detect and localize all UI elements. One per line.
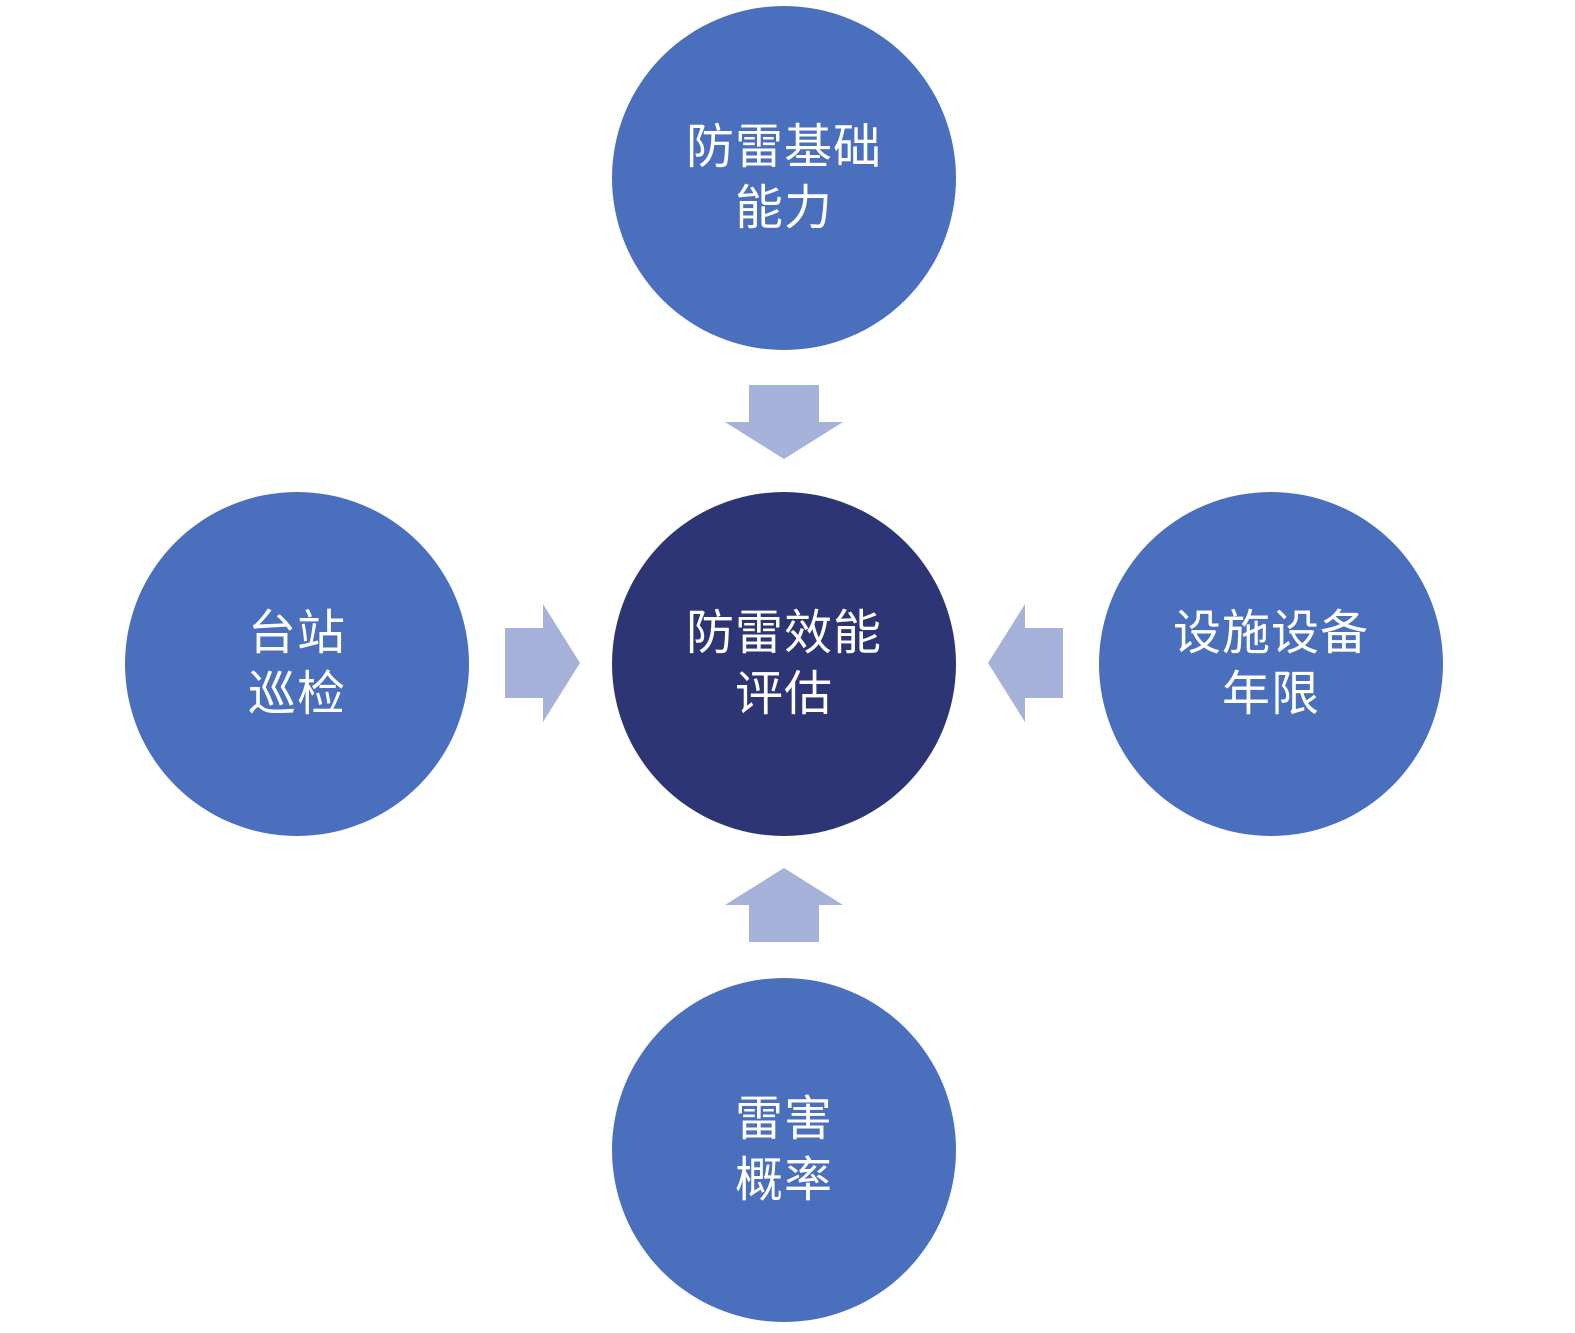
node-lightning-damage-probability: 雷害 概率 bbox=[612, 978, 956, 1322]
arrow-down-icon bbox=[725, 385, 843, 459]
node-lightning-protection-effectiveness: 防雷效能 评估 bbox=[612, 492, 956, 836]
node-lightning-protection-capability: 防雷基础 能力 bbox=[612, 6, 956, 350]
node-station-inspection: 台站 巡检 bbox=[125, 492, 469, 836]
node-label-line1: 防雷效能 bbox=[685, 605, 882, 661]
node-label-line1: 台站 bbox=[247, 605, 346, 661]
arrow-right-icon bbox=[505, 604, 580, 722]
node-label-line2: 年限 bbox=[1221, 666, 1320, 722]
node-label-line1: 设施设备 bbox=[1172, 605, 1369, 661]
node-label-line2: 概率 bbox=[734, 1152, 833, 1208]
node-label-line2: 巡检 bbox=[247, 666, 346, 722]
arrow-left-icon bbox=[988, 604, 1063, 722]
node-label-line2: 能力 bbox=[734, 180, 833, 236]
node-label-line1: 防雷基础 bbox=[685, 119, 882, 175]
node-label-line1: 雷害 bbox=[734, 1091, 833, 1147]
node-label-line2: 评估 bbox=[734, 666, 833, 722]
arrow-up-icon bbox=[725, 868, 843, 942]
node-facility-equipment-age: 设施设备 年限 bbox=[1099, 492, 1443, 836]
